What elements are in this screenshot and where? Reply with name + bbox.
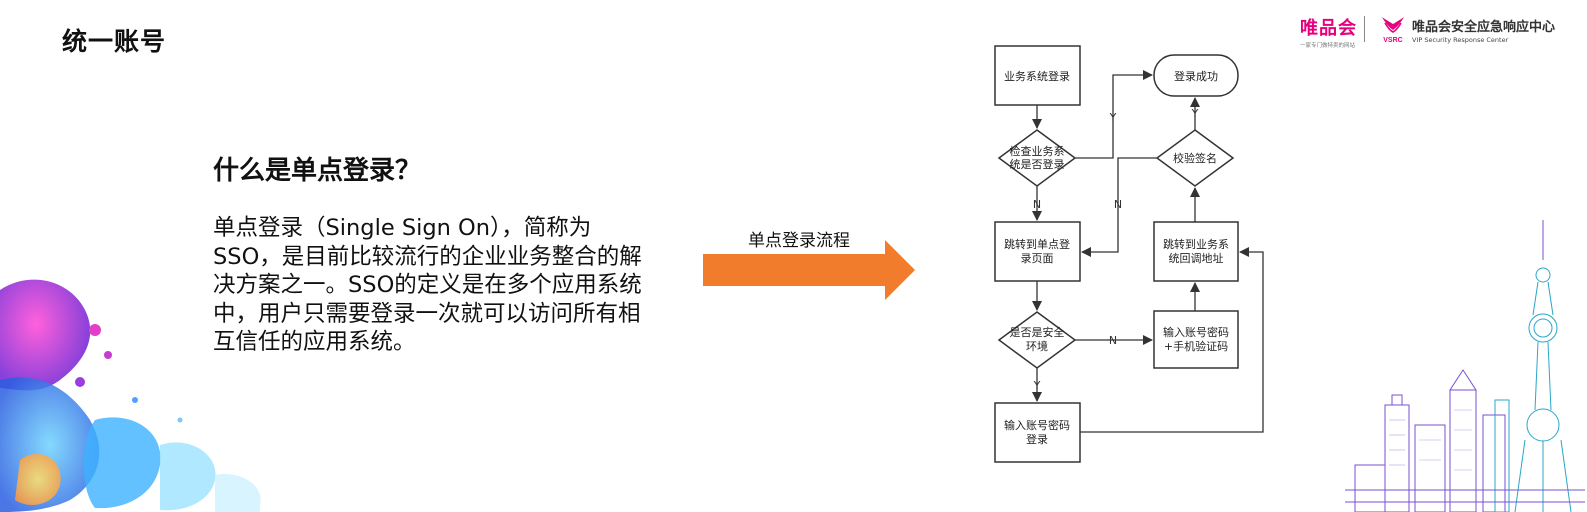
label-safe-env-1: 是否是安全	[1010, 325, 1065, 339]
vsrc-logo: VSRC	[1378, 14, 1408, 48]
label-input-otp-1: 输入账号密码	[1163, 325, 1229, 339]
edge-label-check-no: N	[1033, 198, 1041, 211]
label-input-pwd-1: 输入账号密码	[1004, 418, 1070, 432]
edge-check-yes	[1075, 70, 1153, 159]
node-login-success	[1153, 54, 1239, 97]
node-verify-sig	[1155, 129, 1235, 187]
edge-label-verify-no: N	[1114, 198, 1122, 211]
label-jump-sso-1: 跳转到单点登	[1004, 237, 1070, 251]
section-heading: 什么是单点登录？	[213, 156, 422, 186]
orange-arrow-icon	[703, 240, 915, 300]
edge-label-env-yes: Y	[1033, 379, 1041, 392]
label-check-login-1: 检查业务系	[1010, 144, 1065, 158]
label-jump-callback-2: 统回调地址	[1169, 251, 1224, 265]
paint-splash-decoration	[0, 279, 261, 512]
body-paragraph: 单点登录（Single Sign On），简称为SSO，是目前比较流行的企业业务…	[213, 215, 642, 355]
edge-label-check-yes: Y	[1109, 111, 1117, 124]
edge-label-env-no: N	[1109, 334, 1117, 347]
edge-pwd-to-callback	[1080, 247, 1264, 433]
node-biz-login	[994, 45, 1081, 106]
edge-label-verify-yes: Y	[1191, 107, 1199, 120]
vsrc-subtitle: VIP Security Response Center	[1412, 36, 1509, 44]
vsrc-name: 唯品会安全应急响应中心	[1412, 20, 1556, 35]
label-input-pwd-2: 登录	[1026, 432, 1048, 446]
vsrc-wing-icon: VSRC	[1382, 17, 1404, 44]
edge-verify-no	[1081, 157, 1157, 257]
label-safe-env-2: 环境	[1026, 339, 1048, 353]
node-input-otp	[1153, 310, 1239, 369]
label-input-otp-2: +手机验证码	[1164, 339, 1228, 353]
vip-brand-name: 唯品会	[1300, 18, 1357, 39]
vip-tagline: 一家专门做特卖的网站	[1300, 43, 1356, 49]
label-jump-sso-2: 录页面	[1021, 252, 1054, 265]
label-jump-callback-1: 跳转到业务系	[1163, 237, 1229, 251]
vsrc-text: 唯品会安全应急响应中心 VIP Security Response Center	[1412, 16, 1555, 44]
vip-logo: 唯品会 一家专门做特卖的网站	[1300, 14, 1357, 49]
node-input-pwd	[994, 402, 1081, 463]
label-login-success: 登录成功	[1174, 69, 1218, 83]
label-biz-login: 业务系统登录	[1004, 69, 1070, 83]
slide-title: 统一账号	[62, 27, 167, 56]
brand-divider	[1364, 16, 1365, 42]
node-jump-callback	[1153, 221, 1239, 282]
arrow-label: 单点登录流程	[748, 231, 850, 251]
city-skyline-decoration	[1345, 220, 1585, 512]
label-check-login-2: 统是否登录	[1010, 157, 1065, 171]
node-jump-sso	[994, 221, 1081, 282]
label-verify-sig: 校验签名	[1173, 151, 1217, 165]
vsrc-logo-text: VSRC	[1383, 37, 1402, 44]
